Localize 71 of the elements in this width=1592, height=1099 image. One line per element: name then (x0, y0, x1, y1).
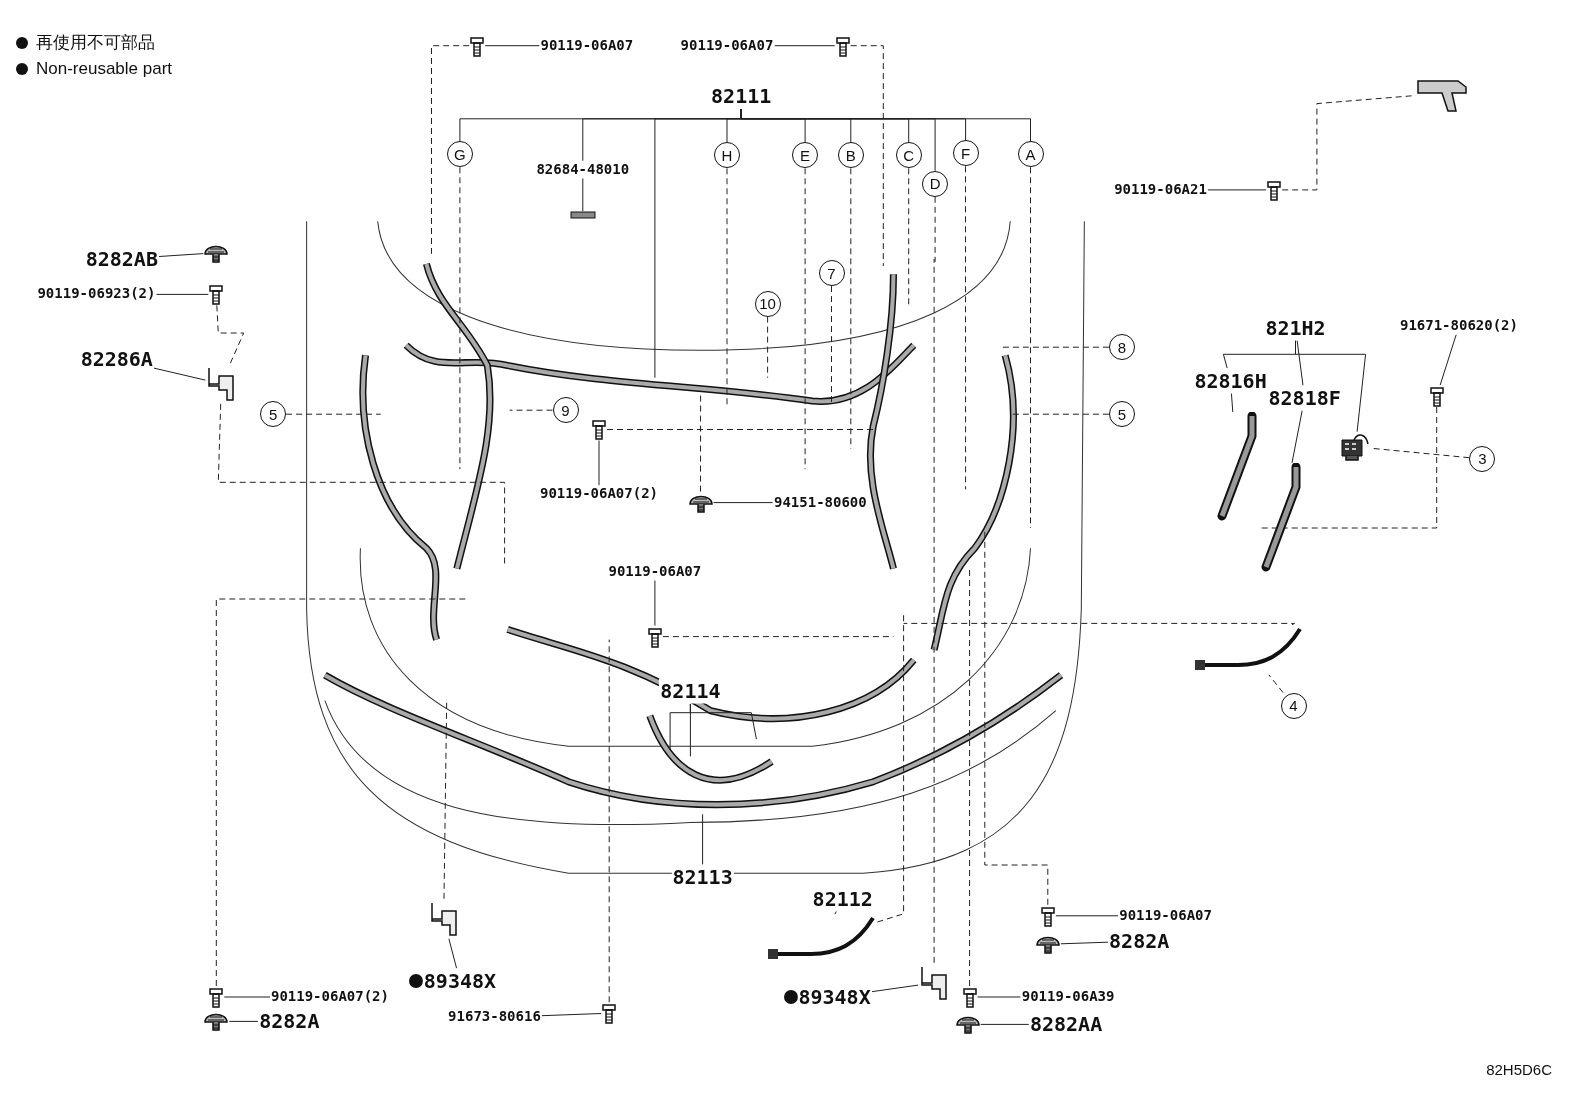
bolt-picture (601, 1002, 618, 1025)
leader-line (773, 45, 836, 47)
dashed-leader-line (876, 613, 905, 923)
diagram-code-label: 82H5D6C (1486, 1059, 1552, 1080)
leader-line (702, 813, 704, 866)
bolt-picture (1428, 384, 1445, 407)
bolt-picture (469, 34, 486, 57)
leader-line (1439, 334, 1457, 386)
dashed-leader-line (217, 403, 506, 564)
leader-line (1291, 410, 1303, 464)
leader-line (448, 938, 458, 969)
dashed-leader-line (459, 166, 461, 470)
leader-line (153, 367, 206, 381)
dashed-leader-line (850, 167, 852, 450)
dashed-leader-line (606, 429, 874, 430)
dashed-leader-line (965, 165, 967, 490)
dashed-leader-line (1030, 166, 1031, 529)
connector-picture (1340, 431, 1371, 462)
bolt-picture (961, 986, 978, 1008)
dashed-leader-line (216, 304, 245, 365)
part-number-label: 90119-06A07(2) (269, 988, 390, 1006)
legend-text: Non-reusable part (36, 58, 173, 80)
leader-line (223, 996, 271, 998)
leader-line (1230, 392, 1234, 413)
dashed-leader-line (443, 700, 448, 900)
bolt-picture (1266, 178, 1283, 201)
dashed-leader-line (767, 316, 769, 379)
dashed-leader-line (285, 413, 382, 415)
dashed-leader-line (431, 45, 470, 255)
dashed-leader-line (509, 409, 553, 411)
leader-line (977, 996, 1022, 998)
bolt-picture (591, 418, 607, 441)
dashed-leader-line (608, 639, 610, 1003)
dashed-leader-line (969, 568, 971, 987)
bolt-picture (1039, 904, 1056, 927)
bolt-picture (646, 625, 663, 648)
leader-line (158, 253, 204, 257)
dashed-leader-line (850, 45, 884, 267)
leader-line (484, 45, 540, 47)
dashed-leader-line (903, 622, 1295, 626)
leader-line (598, 440, 600, 487)
bolt-picture (834, 34, 851, 57)
leader-line (1295, 339, 1367, 433)
part-number-label: 91671-80620(2) (1399, 317, 1519, 335)
leader-line (1060, 941, 1109, 945)
leader-line (1207, 189, 1267, 191)
leader-line (980, 1023, 1030, 1025)
leader-line (654, 579, 656, 627)
part-number-label: 82114 (659, 678, 722, 704)
dashed-leader-line (933, 258, 935, 964)
dashed-leader-line (1268, 674, 1284, 694)
leader-line (871, 984, 919, 993)
dashed-leader-line (215, 598, 468, 987)
dashed-leader-line (934, 196, 936, 263)
leader-line (156, 293, 209, 295)
leader-line (713, 502, 774, 504)
leader-line (228, 1020, 259, 1022)
bolt-picture (208, 283, 225, 306)
dashed-leader-line (908, 167, 910, 306)
leader-line (834, 910, 837, 915)
leader-line (541, 1013, 602, 1017)
leader-line (1296, 339, 1304, 386)
leader-line (689, 703, 757, 740)
legend-text: 再使用不可部品 (36, 32, 155, 54)
dashed-leader-line (804, 167, 806, 470)
leader-line (1055, 915, 1119, 917)
leader-line (582, 177, 584, 212)
bar-picture (569, 211, 596, 220)
dashed-leader-line (662, 636, 894, 638)
dashed-leader-line (700, 390, 702, 493)
bolt-picture (208, 986, 225, 1008)
